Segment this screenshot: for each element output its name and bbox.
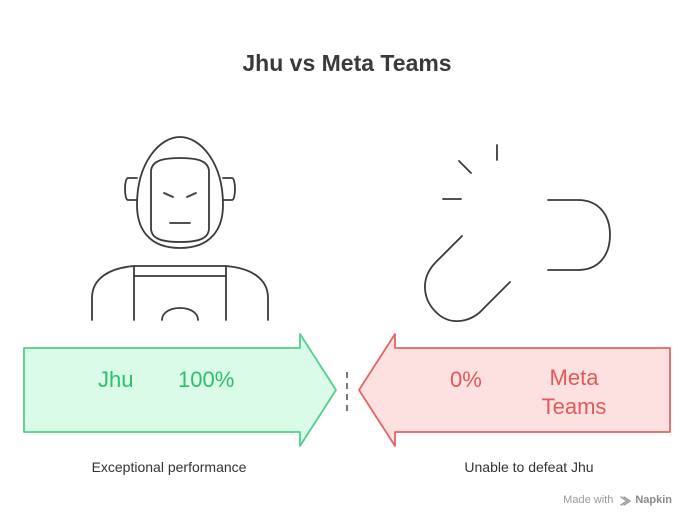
broken-link-icon [424, 144, 611, 322]
meta-teams-name-line2: Teams [541, 394, 607, 419]
robot-icon [91, 136, 269, 321]
footer-brand: Napkin [635, 494, 672, 506]
footer-made-with: Made with [563, 494, 614, 506]
meta-teams-caption: Unable to defeat Jhu [464, 459, 594, 475]
footer-credit: Made with Napkin [563, 494, 672, 506]
meta-teams-name-label: Meta Teams [528, 363, 620, 421]
meta-teams-value-label: 0% [450, 367, 482, 392]
meta-teams-name-line1: Meta [549, 365, 599, 390]
diagram-title: Jhu vs Meta Teams [242, 50, 452, 76]
jhu-caption: Exceptional performance [91, 459, 247, 475]
jhu-arrow [23, 333, 337, 447]
jhu-value-label: 100% [178, 367, 235, 392]
napkin-logo-icon [620, 496, 632, 506]
jhu-name-label: Jhu [98, 367, 134, 392]
meta-teams-arrow [358, 333, 671, 447]
